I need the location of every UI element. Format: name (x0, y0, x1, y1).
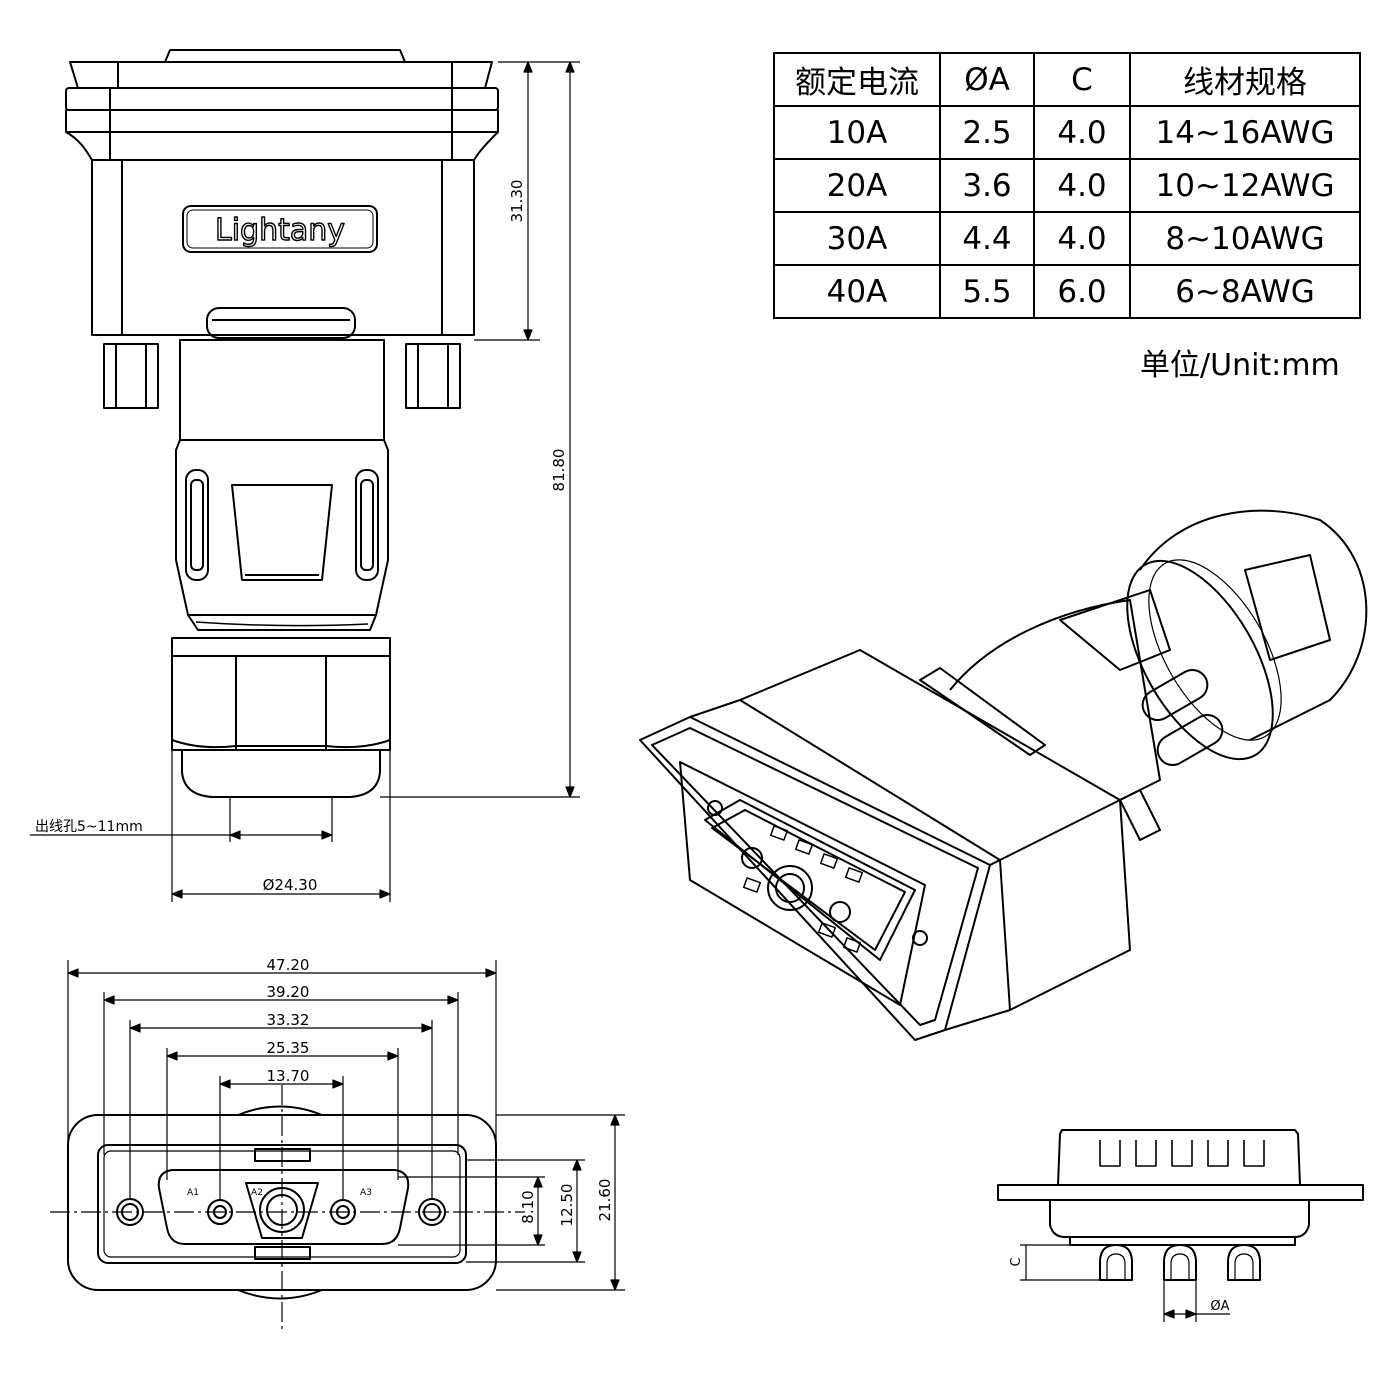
table-cell: 10A (773, 105, 941, 160)
table-cell: 20A (773, 158, 941, 213)
front-view (50, 960, 625, 1330)
table-cell: 4.0 (1033, 211, 1131, 266)
table-cell: 10~12AWG (1129, 158, 1361, 213)
table-cell: 8~10AWG (1129, 211, 1361, 266)
header-cell: 额定电流 (773, 52, 941, 107)
table-cell: 6.0 (1033, 264, 1131, 319)
dim-pin-c: C (1009, 1257, 1024, 1266)
table-cell: 2.5 (939, 105, 1035, 160)
table-cell: 4.0 (1033, 105, 1131, 160)
table-row: 30A 4.4 4.0 8~10AWG (773, 211, 1361, 266)
table-cell: 3.6 (939, 158, 1035, 213)
pin-label-a2: A2 (251, 1188, 263, 1198)
dim-width-1: 47.20 (267, 956, 310, 974)
side-view (30, 49, 580, 902)
pin-label-a1: A1 (187, 1188, 199, 1198)
header-cell: ØA (939, 52, 1035, 107)
table-cell: 14~16AWG (1129, 105, 1361, 160)
table-cell: 6~8AWG (1129, 264, 1361, 319)
dim-pin-phi-a: ØA (1210, 1299, 1229, 1314)
dim-upper-height: 31.30 (508, 180, 526, 223)
table-cell: 40A (773, 264, 941, 319)
header-cell: C (1033, 52, 1131, 107)
pin-label-a3: A3 (360, 1188, 372, 1198)
brand-logo: Lightany (215, 213, 345, 248)
table-cell: 4.4 (939, 211, 1035, 266)
dim-height-3: 21.60 (596, 1179, 614, 1222)
header-cell: 线材规格 (1129, 52, 1361, 107)
table-cell: 5.5 (939, 264, 1035, 319)
dim-width-5: 13.70 (267, 1067, 310, 1085)
table-row: 40A 5.5 6.0 6~8AWG (773, 264, 1361, 319)
table-cell: 30A (773, 211, 941, 266)
table-row: 20A 3.6 4.0 10~12AWG (773, 158, 1361, 213)
pin-detail-view (997, 1129, 1364, 1322)
dim-height-1: 8.10 (519, 1190, 537, 1223)
dim-cable-hole: 出线孔5~11mm (35, 819, 143, 835)
dim-total-height: 81.80 (550, 449, 568, 492)
isometric-view (639, 509, 1368, 1041)
dim-height-2: 12.50 (558, 1184, 576, 1227)
dim-width-2: 39.20 (267, 983, 310, 1001)
dim-diameter: Ø24.30 (263, 876, 318, 894)
table-cell: 4.0 (1033, 158, 1131, 213)
spec-table: 额定电流 ØA C 线材规格 10A 2.5 4.0 14~16AWG 20A … (773, 52, 1361, 319)
table-row: 10A 2.5 4.0 14~16AWG (773, 105, 1361, 160)
unit-note: 单位/Unit:mm (1140, 348, 1340, 383)
dim-width-4: 25.35 (267, 1039, 310, 1057)
spec-table-header: 额定电流 ØA C 线材规格 (773, 52, 1361, 107)
dim-width-3: 33.32 (267, 1011, 310, 1029)
